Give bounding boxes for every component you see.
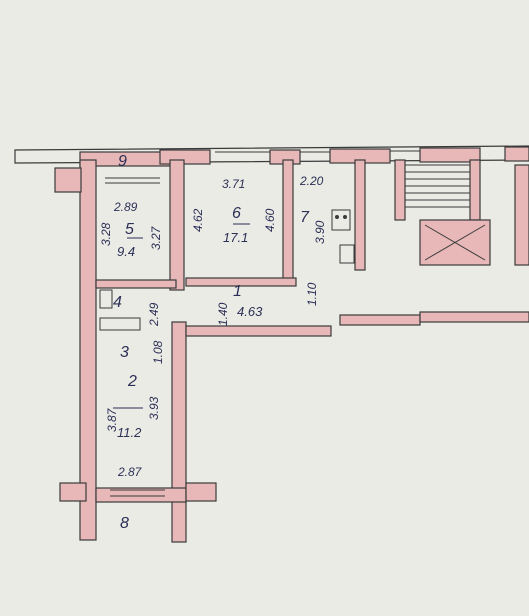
dim-4-62: 4.62 xyxy=(191,208,205,232)
area-room-6: 17.1 xyxy=(223,230,248,245)
window-marks xyxy=(105,150,420,497)
room-number-3: 3 xyxy=(120,344,129,361)
dim-3-71: 3.71 xyxy=(222,177,245,191)
dim-1-08: 1.08 xyxy=(151,340,165,364)
room-number-4: 4 xyxy=(113,294,122,311)
dim-2-49: 2.49 xyxy=(147,302,161,327)
room-number-1: 1 xyxy=(233,283,242,300)
dim-2-87: 2.87 xyxy=(117,465,143,479)
staircase xyxy=(405,164,486,261)
dim-3-27: 3.27 xyxy=(149,225,163,250)
area-room-1: 4.63 xyxy=(237,304,263,319)
dim-3-28: 3.28 xyxy=(99,222,113,246)
dim-3-93: 3.93 xyxy=(147,396,161,420)
dim-3-87: 3.87 xyxy=(105,407,119,432)
dim-3-90: 3.90 xyxy=(313,220,327,244)
dim-2-20: 2.20 xyxy=(299,174,324,188)
dim-1-10: 1.10 xyxy=(305,282,319,306)
walls xyxy=(14,145,529,543)
area-room-5: 9.4 xyxy=(117,244,135,259)
room-number-5: 5 xyxy=(125,221,134,238)
room-number-6: 6 xyxy=(232,205,241,222)
room-number-7: 7 xyxy=(300,209,310,226)
room-number-9: 9 xyxy=(118,153,127,170)
room-number-8: 8 xyxy=(120,515,129,532)
dimension-lines xyxy=(113,223,250,409)
area-room-2: 11.2 xyxy=(117,425,142,440)
fixtures xyxy=(99,209,355,331)
dim-1-40: 1.40 xyxy=(216,302,230,326)
dim-2-89: 2.89 xyxy=(113,200,138,214)
room-number-2: 2 xyxy=(127,373,137,390)
dim-4-60: 4.60 xyxy=(263,208,277,232)
